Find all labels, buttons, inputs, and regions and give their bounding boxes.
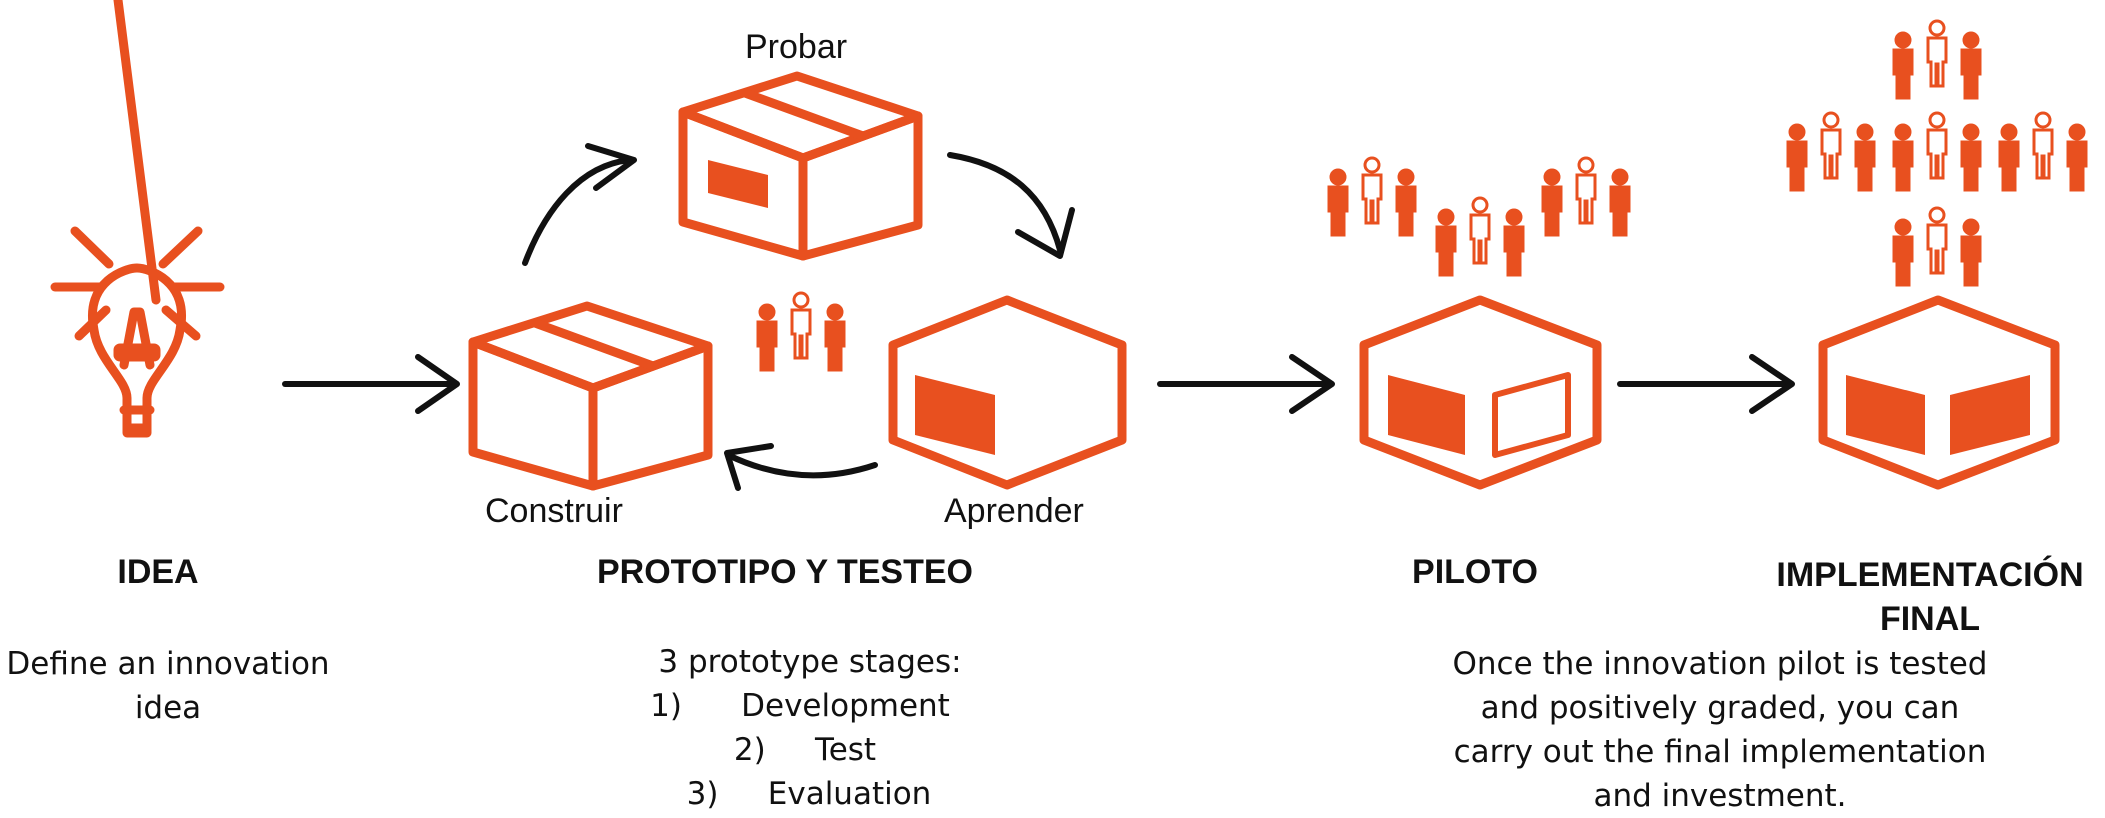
step-text: Development [741,688,950,724]
box-probar-icon [678,71,923,261]
prototype-step-1: 1) Development [580,684,1020,728]
stage-title-prototipo: PROTOTIPO Y TESTEO [597,553,973,591]
arrow-build-to-test [522,143,637,266]
stage-title-implementacion-line2: FINAL [1879,600,1981,638]
cycle-label-aprender: Aprender [944,492,1084,530]
stage-title-idea: IDEA [117,553,199,591]
stage-title-implementacion: IMPLEMENTACIÓN FINAL [1760,553,2100,641]
cycle-label-construir: Construir [485,492,623,530]
cycle-label-probar: Probar [745,28,848,66]
lightbulb-icon [50,0,225,438]
step-number: 1) [650,688,682,724]
box-construir-icon [468,301,713,491]
stage-description-idea: Define an innovation idea [6,646,330,726]
arrow-idea-to-build [282,354,460,414]
prototype-step-2: 2) Test [590,728,1020,772]
box-piloto-icon [1359,295,1602,490]
step-number: 3) [686,776,719,812]
arrow-prototype-to-pilot [1157,354,1335,414]
pilot-people-icon [1327,156,1631,277]
stage-title-implementacion-line1: IMPLEMENTACIÓN [1776,556,2084,594]
prototype-intro: 3 prototype stages: [658,644,962,680]
step-text: Evaluation [767,776,932,812]
step-number: 2) [733,732,766,768]
stage-title-piloto: PILOTO [1412,553,1538,591]
stage-description-prototipo: 3 prototype stages: 1) Development 2) Te… [600,640,1020,816]
stage-description-implementacion: Once the innovation pilot is tested and … [1452,646,1988,814]
arrow-test-to-learn [947,152,1075,259]
step-text: Test [815,732,877,768]
box-aprender-icon [888,295,1127,490]
prototype-step-3: 3) Evaluation [598,772,1020,816]
box-final-icon [1818,295,2060,490]
prototype-people-icon [756,291,846,372]
arrow-pilot-to-final [1617,354,1795,414]
final-people-icon [1786,19,2088,287]
flow-arrows [282,143,1795,491]
arrow-learn-to-build [724,443,878,491]
